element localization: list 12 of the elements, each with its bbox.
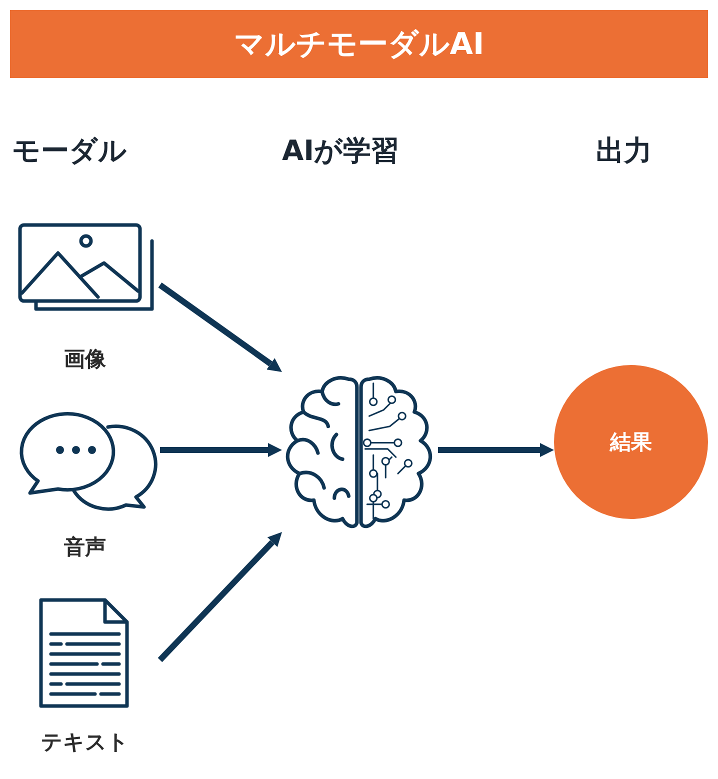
column-heading: 出力 bbox=[596, 133, 652, 169]
arrow bbox=[438, 443, 554, 457]
modality-label: 音声 bbox=[63, 534, 107, 561]
arrow bbox=[158, 282, 282, 372]
column-heading: AIが学習 bbox=[282, 133, 400, 169]
column-heading: モーダル bbox=[12, 133, 127, 169]
modality-label: テキスト bbox=[40, 729, 130, 756]
arrow bbox=[160, 443, 282, 457]
result-label: 結果 bbox=[610, 429, 652, 456]
title-banner: マルチモーダルAI bbox=[10, 10, 708, 78]
arrow bbox=[158, 532, 282, 662]
modality-label: 画像 bbox=[63, 346, 107, 373]
